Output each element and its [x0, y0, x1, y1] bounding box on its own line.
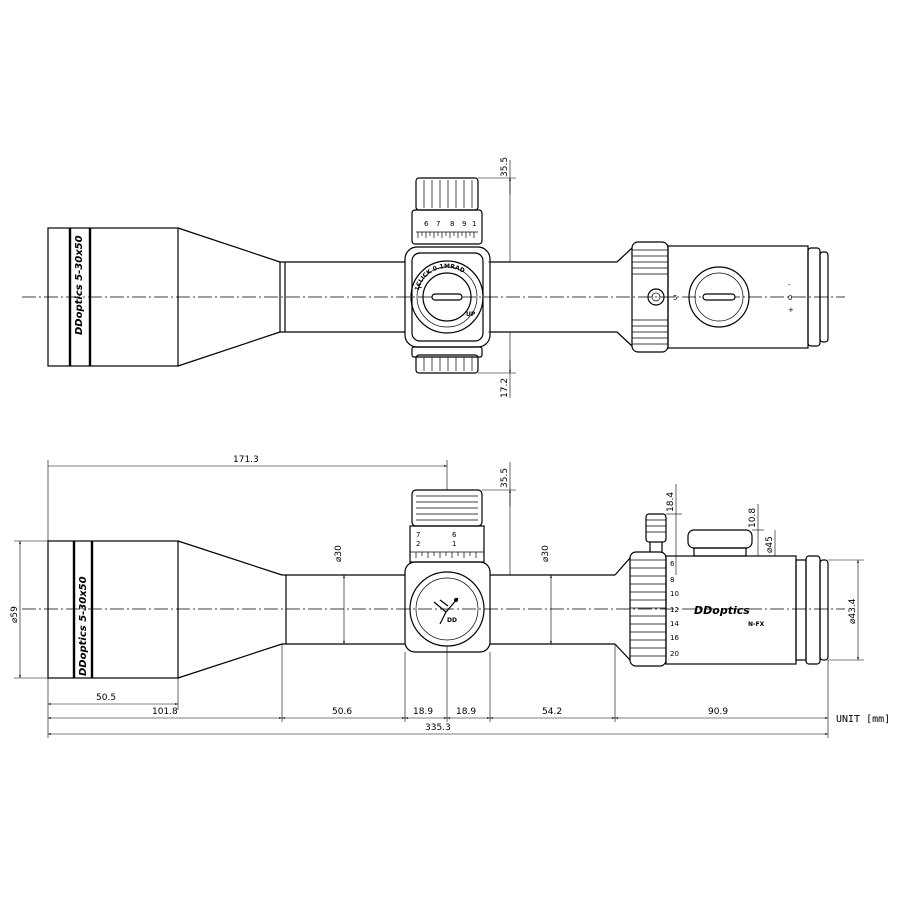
top-dimensions: 35.5 17.2 — [478, 157, 516, 398]
dim-dia-45: ⌀45 — [765, 536, 775, 553]
dim-dia-59: ⌀59 — [10, 606, 20, 623]
top-dial-arrow-label: L — [418, 283, 422, 290]
dim-10-8: 10.8 — [748, 508, 758, 528]
side-turret-logo-text: DD — [447, 617, 457, 624]
top-illum-mark-0: + — [788, 306, 794, 314]
top-illum-mark-1: 0 — [788, 294, 792, 302]
top-turret-block: 6 7 8 9 1 1CLICK 0.1MRAD UP L — [404, 177, 491, 374]
top-dial-slot — [431, 293, 463, 301]
top-elev-num-3: 9 — [462, 220, 466, 228]
side-eyepiece: 6 8 10 12 14 16 20 DDoptics N-FX — [614, 513, 829, 667]
dim-90-9: 90.9 — [708, 707, 728, 717]
top-front-tube — [280, 261, 405, 333]
dim-dia-30-rear: ⌀30 — [541, 545, 551, 562]
side-mag-3: 14 — [670, 620, 679, 628]
dim-50-6: 50.6 — [332, 707, 352, 717]
side-brand-label: DDoptics 5-30x50 — [78, 576, 89, 676]
side-mag-2: 12 — [670, 606, 679, 614]
dim-54-2: 54.2 — [542, 707, 562, 717]
dim-dia-43-4: ⌀43.4 — [848, 598, 858, 624]
side-mag-5: 20 — [670, 650, 679, 658]
top-mag-number: 5 — [673, 294, 677, 302]
side-turret-num-0: 7 — [416, 531, 420, 539]
side-dimensions: 171.3 35.5 18.4 10.8 ⌀45 ⌀59 ⌀30 — [10, 455, 890, 738]
dim-35-5-side: 35.5 — [500, 468, 510, 488]
side-turret-num-1: 6 — [452, 531, 457, 539]
side-turret-sub-0: 2 — [416, 540, 420, 548]
top-elevation-scale — [411, 209, 483, 245]
top-brand-label: DDoptics 5-30x50 — [74, 235, 85, 335]
top-view: DDoptics 5-30x50 — [22, 157, 845, 398]
dim-dia-30-front: ⌀30 — [334, 545, 344, 562]
top-dim-17-2: 17.2 — [500, 378, 510, 398]
dim-335-3: 335.3 — [425, 723, 451, 733]
side-mag-1: 10 — [670, 590, 679, 598]
top-elevation-cap — [415, 177, 479, 211]
side-ocular-step — [795, 559, 807, 661]
top-side-dial — [410, 260, 484, 334]
dim-171-3: 171.3 — [233, 455, 259, 465]
dim-101-8: 101.8 — [152, 707, 178, 717]
side-illum-knob — [687, 529, 753, 549]
side-mag-0: 8 — [670, 576, 674, 584]
dim-18-4: 18.4 — [666, 492, 676, 512]
side-mag-4: 16 — [670, 634, 679, 642]
side-rear-tube — [490, 574, 615, 645]
side-elevation-scale — [409, 525, 485, 563]
parallax-knob-icon — [647, 288, 665, 306]
turret-logo-bird-icon — [433, 597, 459, 625]
side-model-label: N-FX — [748, 621, 765, 628]
unit-label: UNIT [mm] — [836, 714, 890, 725]
top-elev-num-0: 6 — [424, 220, 429, 228]
side-parallax-knob — [645, 513, 667, 543]
side-turret-sub-1: 1 — [452, 540, 456, 548]
side-ocular-ring — [805, 555, 821, 665]
top-elev-num-4: 1 — [472, 220, 476, 228]
dim-50-5: 50.5 — [96, 693, 116, 703]
top-dim-35-5: 35.5 — [500, 157, 510, 177]
top-eyepiece: 5 + 0 - — [616, 241, 829, 353]
side-turret-block: 7 2 6 1 DD — [404, 489, 491, 653]
top-windage-cap — [415, 354, 479, 374]
side-view: DDoptics 5-30x50 7 — [10, 455, 890, 738]
dim-18-9-b: 18.9 — [456, 707, 476, 717]
side-front-tube — [282, 574, 405, 645]
top-objective: DDoptics 5-30x50 — [47, 227, 281, 367]
side-mag-ring-number: 6 — [670, 560, 675, 568]
top-dial-up: UP — [466, 311, 476, 318]
top-elev-num-1: 7 — [436, 220, 440, 228]
top-elev-num-2: 8 — [450, 220, 454, 228]
side-body-brand: DDoptics — [694, 604, 750, 617]
top-illum-knob — [688, 266, 750, 328]
dim-18-9-a: 18.9 — [413, 707, 433, 717]
top-illum-mark-2: - — [788, 281, 791, 289]
side-objective: DDoptics 5-30x50 — [47, 540, 283, 679]
